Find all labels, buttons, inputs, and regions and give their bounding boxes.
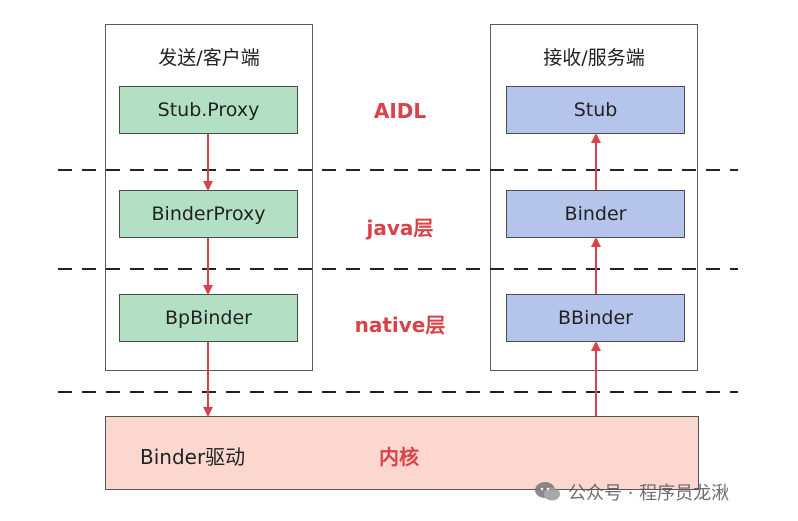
bp-binder-node: BpBinder — [119, 294, 298, 342]
java-layer-label: java层 — [366, 216, 434, 240]
binder-driver-label: Binder驱动 — [140, 445, 246, 469]
binder-driver-box — [105, 416, 699, 490]
client-panel-title: 发送/客户端 — [158, 47, 260, 69]
watermark-text: 公众号 · 程序员龙湫 — [568, 483, 730, 504]
stub-node: Stub — [506, 86, 685, 134]
native-layer-label: native层 — [354, 313, 446, 337]
kernel-layer-label: 内核 — [379, 445, 419, 469]
watermark: 公众号 · 程序员龙湫 — [534, 478, 729, 506]
binder-proxy-node: BinderProxy — [119, 190, 298, 238]
stub-proxy-node: Stub.Proxy — [119, 86, 298, 134]
server-panel-title: 接收/服务端 — [543, 47, 645, 69]
wechat-icon — [535, 482, 560, 501]
aidl-layer-label: AIDL — [373, 99, 427, 123]
bbinder-node: BBinder — [506, 294, 685, 342]
binder-node: Binder — [506, 190, 685, 238]
